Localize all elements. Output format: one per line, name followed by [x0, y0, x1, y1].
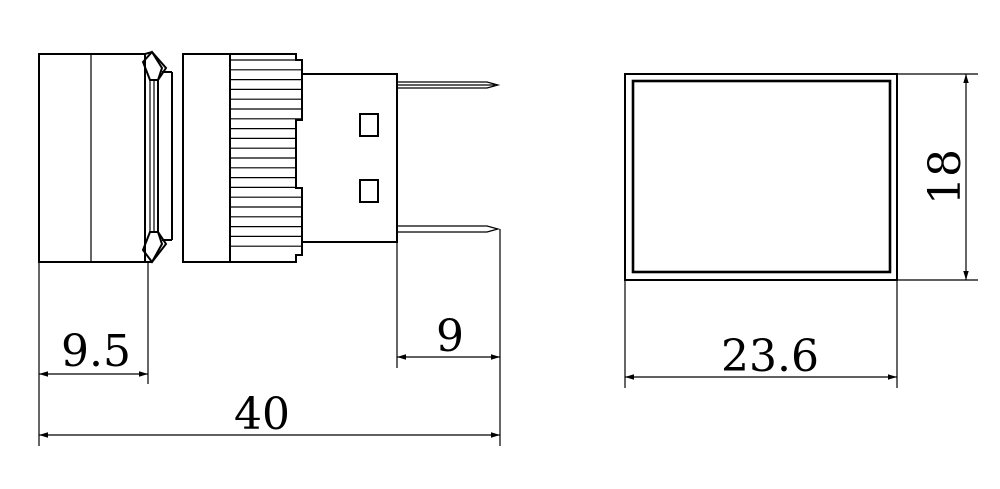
- dimension-face-width: 23.6: [625, 331, 897, 382]
- rear-housing: [302, 73, 398, 243]
- slot-lower: [359, 179, 379, 203]
- face-outer: [624, 73, 898, 281]
- dimension-label-face-height: 18: [920, 149, 971, 205]
- dimension-pin-length: 9: [397, 311, 500, 362]
- dimension-face-height: 18: [920, 74, 971, 280]
- dimension-total-length: 40: [39, 389, 500, 440]
- dimension-label-bezel-depth: 9.5: [61, 326, 131, 377]
- dimension-label-total-length: 40: [234, 389, 290, 440]
- dimension-label-pin-length: 9: [436, 311, 464, 362]
- terminal-pins: [397, 81, 501, 233]
- slot-upper: [359, 113, 379, 137]
- dimension-label-face-width: 23.6: [721, 331, 819, 382]
- extension-lines-front: [624, 73, 978, 388]
- threaded-body: [182, 53, 303, 263]
- dimension-bezel-depth: 9.5: [39, 326, 148, 377]
- extension-lines: [38, 229, 501, 446]
- front-view: 18 23.6: [624, 73, 978, 388]
- face-inner: [631, 79, 892, 274]
- front-cap: [38, 53, 146, 263]
- bezel-ring: [141, 50, 173, 264]
- side-view: 9.5 9 40: [38, 50, 501, 446]
